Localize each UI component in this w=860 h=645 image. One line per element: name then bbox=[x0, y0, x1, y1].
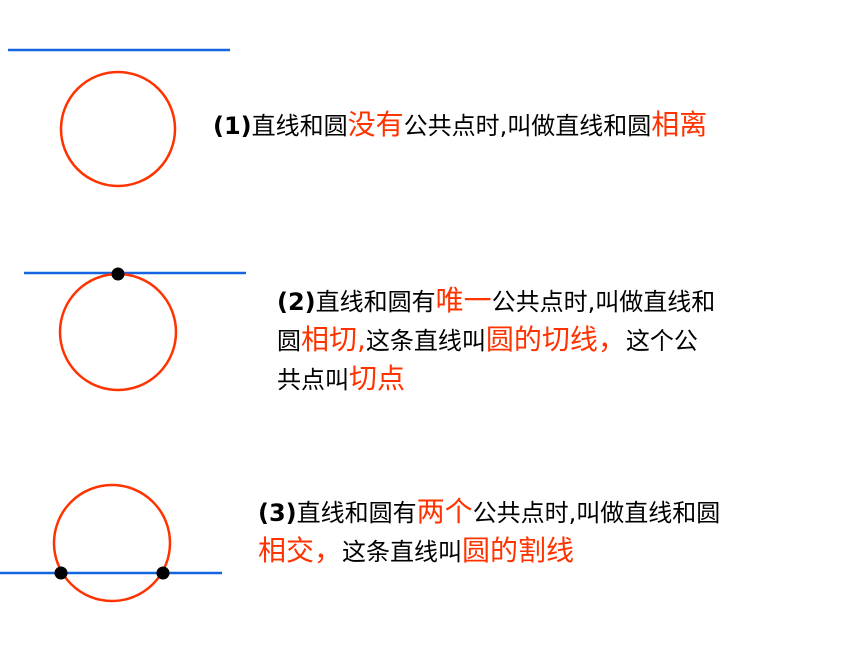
case1-number: (1) bbox=[213, 112, 252, 140]
case2-text-e: 这个公 bbox=[625, 327, 698, 355]
case2-text-c: 圆 bbox=[277, 327, 301, 355]
case3-highlight-two: 两个 bbox=[416, 495, 473, 528]
case2-line1: (2)直线和圆有唯一公共点时,叫做直线和 bbox=[277, 282, 715, 321]
intersection-point-right bbox=[156, 566, 170, 580]
case2-text-b: 公共点时,叫做直线和 bbox=[491, 288, 716, 316]
case3-highlight-intersect: 相交， bbox=[258, 534, 343, 567]
case3-number: (3) bbox=[258, 499, 297, 527]
case1-text-a: 直线和圆 bbox=[251, 112, 348, 140]
case2-line2: 圆相切,这条直线叫圆的切线，这个公 bbox=[277, 321, 715, 360]
case2-text: (2)直线和圆有唯一公共点时,叫做直线和 圆相切,这条直线叫圆的切线，这个公 共… bbox=[277, 282, 715, 399]
case3-line2: 相交，这条直线叫圆的割线 bbox=[258, 532, 720, 571]
case3-text-c: 这条直线叫 bbox=[342, 538, 463, 566]
case3-text-a: 直线和圆有 bbox=[296, 499, 417, 527]
case2-line3: 共点叫切点 bbox=[277, 360, 715, 399]
case1-text-b: 公共点时,叫做直线和圆 bbox=[403, 112, 652, 140]
case3-text-b: 公共点时,叫做直线和圆 bbox=[472, 499, 721, 527]
circle-intersect bbox=[52, 483, 172, 603]
case3-text: (3)直线和圆有两个公共点时,叫做直线和圆 相交，这条直线叫圆的割线 bbox=[258, 493, 720, 571]
case2-highlight-tangent: 相切, bbox=[301, 323, 366, 356]
case2-text-f: 共点叫 bbox=[277, 366, 349, 394]
case3-highlight-secant: 圆的割线 bbox=[462, 534, 575, 567]
case2-highlight-unique: 唯一 bbox=[435, 284, 492, 317]
case1-text: (1)直线和圆没有公共点时,叫做直线和圆相离 bbox=[213, 106, 707, 145]
case2-number: (2) bbox=[277, 288, 316, 316]
case2-text-d: 这条直线叫 bbox=[365, 327, 486, 355]
case3-line1: (3)直线和圆有两个公共点时,叫做直线和圆 bbox=[258, 493, 720, 532]
case2-text-a: 直线和圆有 bbox=[315, 288, 436, 316]
intersection-point-left bbox=[54, 566, 68, 580]
case2-highlight-tangent-point: 切点 bbox=[349, 362, 406, 395]
circle-tangent bbox=[58, 272, 178, 392]
case1-highlight-separate: 相离 bbox=[651, 108, 708, 141]
case2-highlight-tangent-line: 圆的切线， bbox=[485, 323, 626, 356]
circle-separate bbox=[59, 70, 177, 188]
case1-highlight-none: 没有 bbox=[347, 108, 404, 141]
tangent-point bbox=[111, 267, 125, 281]
